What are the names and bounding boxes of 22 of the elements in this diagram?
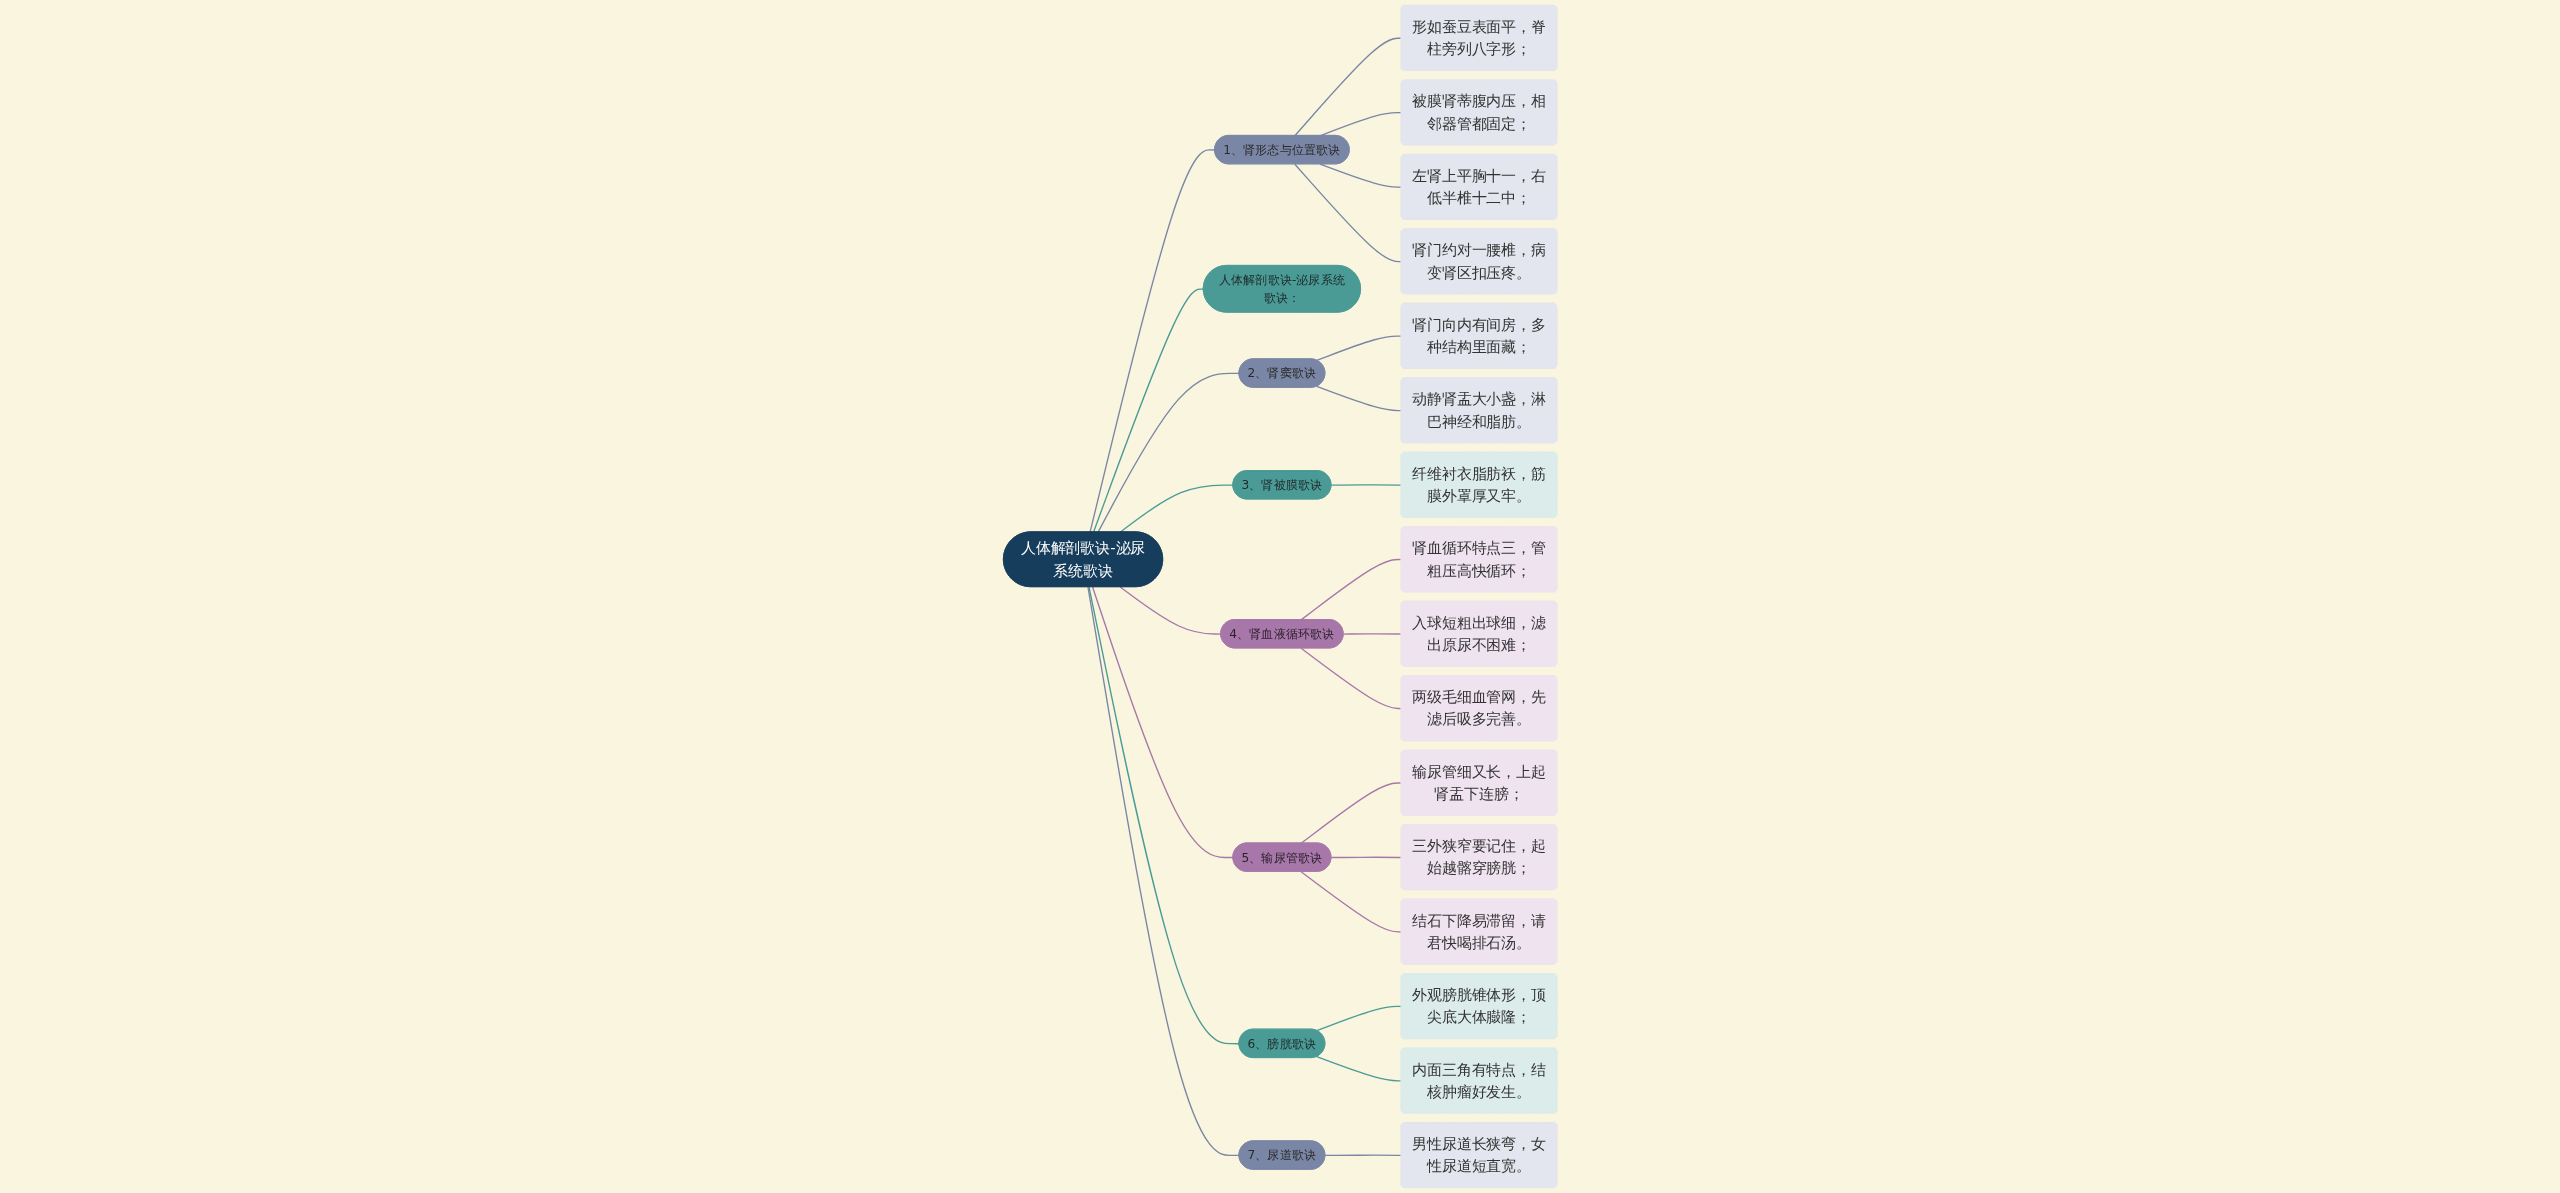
connector <box>1300 647 1402 710</box>
connector <box>1091 586 1234 859</box>
connector <box>1315 1056 1402 1082</box>
connector <box>1324 1154 1402 1157</box>
connector <box>1119 484 1234 533</box>
connector <box>1119 586 1222 635</box>
connector <box>1315 1005 1402 1032</box>
connector <box>1089 149 1216 533</box>
connector <box>1088 586 1240 1045</box>
connector <box>1300 871 1402 933</box>
connector <box>1319 163 1402 188</box>
connector <box>1300 558 1402 621</box>
connector <box>1300 782 1402 844</box>
connector <box>1092 288 1205 533</box>
connector <box>1330 856 1402 859</box>
connector <box>1294 163 1402 263</box>
connector <box>1087 586 1240 1157</box>
connector <box>1294 37 1402 137</box>
connector <box>1097 372 1240 533</box>
connector <box>1330 484 1402 486</box>
connector <box>1315 385 1402 412</box>
connector <box>1342 633 1402 635</box>
